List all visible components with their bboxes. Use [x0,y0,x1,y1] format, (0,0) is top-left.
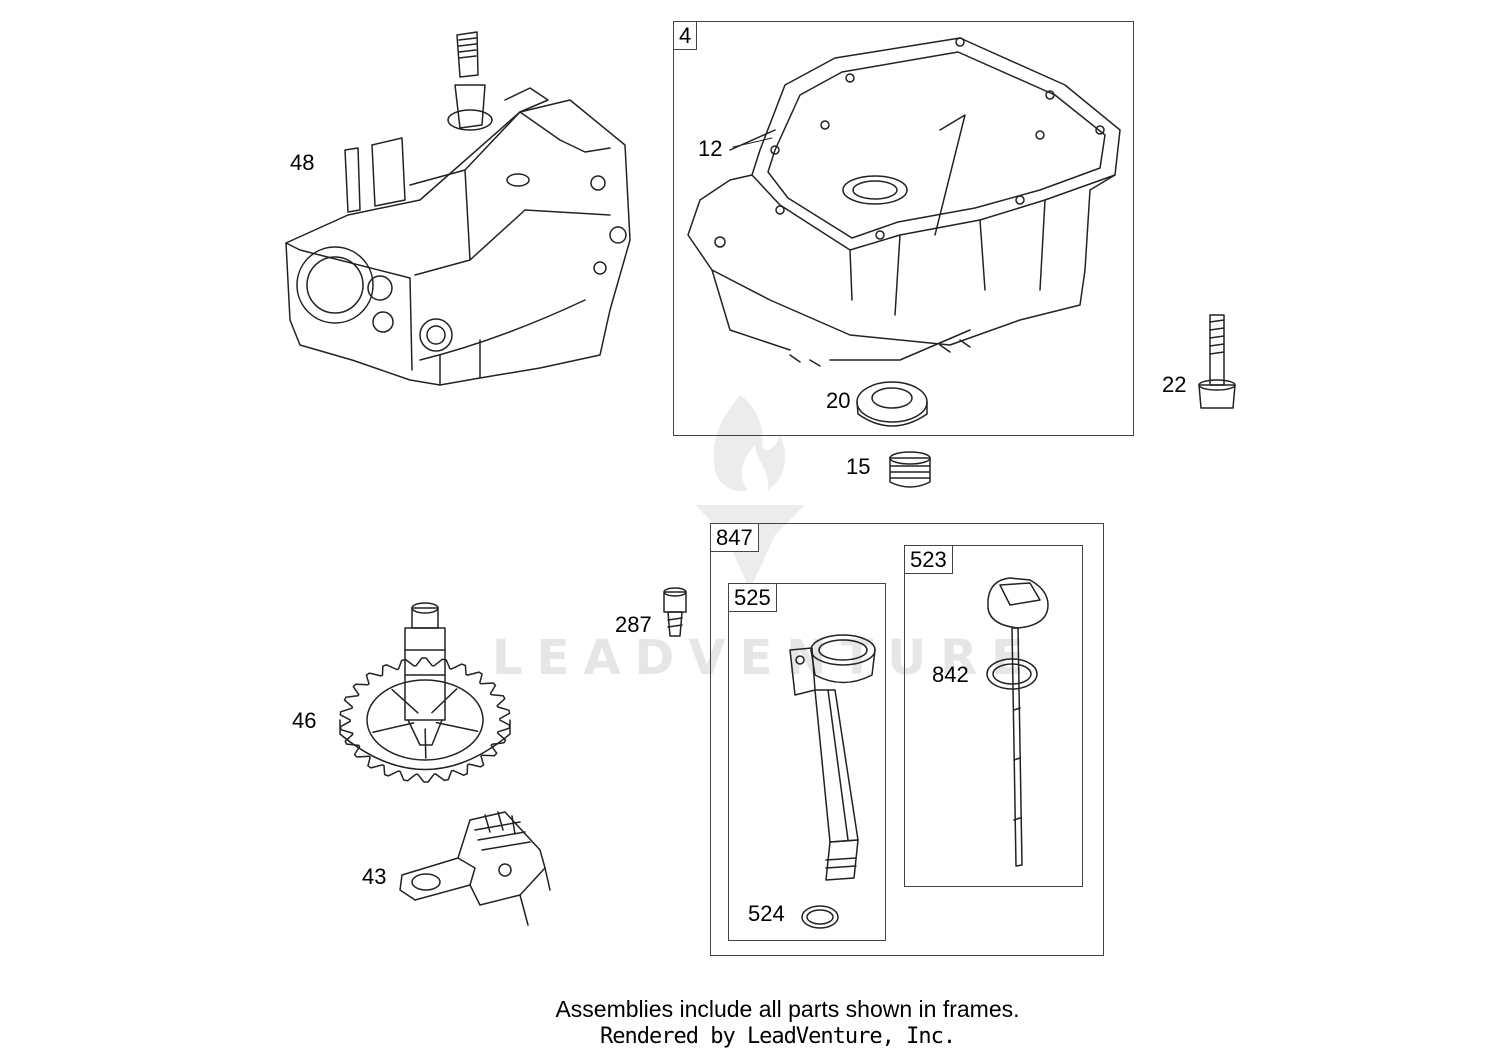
dipstick-tube-drawing [789,634,876,881]
callout-46: 46 [292,708,317,733]
callout-15: 15 [846,454,871,479]
rendered-by-credit: Rendered by LeadVenture, Inc. [600,1024,956,1049]
cylinder-block-drawing [285,31,631,386]
frame-4: 4 [673,21,1134,436]
governor-drawing [399,811,551,926]
camshaft-drawing [404,602,446,746]
callout-524: 524 [748,901,785,926]
frame-4-label: 4 [673,21,698,51]
frame-525-label: 525 [728,583,777,613]
bolt-drawing [1198,314,1236,409]
callout-12: 12 [698,136,723,161]
frame-847-label: 847 [710,523,759,553]
drain-plug-drawing [889,451,931,488]
callout-48: 48 [290,150,315,175]
oil-seal-drawing [856,381,928,427]
callout-287: 287 [615,612,652,637]
frame-523-label: 523 [904,545,953,575]
frame-523: 523 [904,545,1083,887]
o-ring-drawing [801,905,839,929]
assemblies-note: Assemblies include all parts shown in fr… [555,996,1020,1022]
callout-22: 22 [1162,372,1187,397]
callout-43: 43 [362,864,387,889]
frame-847: 847 [710,523,1104,956]
watermark-text: LEADVENTURE [492,630,1038,686]
callout-842: 842 [932,662,969,687]
frame-525: 525 [728,583,886,941]
breather-screw-drawing [663,587,687,637]
sump-drawing [687,37,1121,367]
dipstick-drawing [986,577,1049,867]
callout-20: 20 [826,388,851,413]
